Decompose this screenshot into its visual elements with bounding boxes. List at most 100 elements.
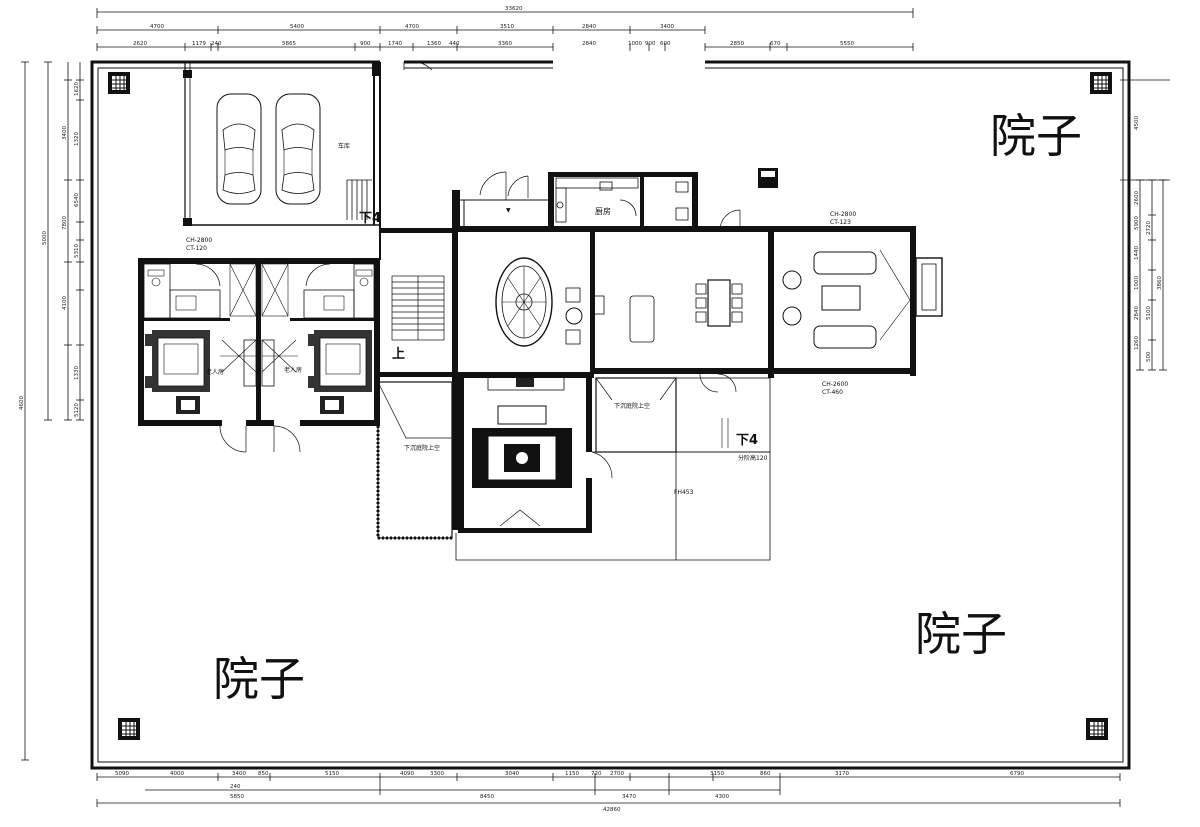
svg-text:900: 900 <box>360 41 371 47</box>
dim-bottom-row1: 5090 4000 3400 850 5150 4090 3300 3040 1… <box>115 771 1024 777</box>
svg-text:2720: 2720 <box>1146 221 1152 235</box>
svg-text:720: 720 <box>591 771 602 777</box>
main-building-walls <box>138 172 916 533</box>
stair-label-down: 下4 <box>736 433 758 448</box>
svg-text:3400: 3400 <box>232 771 246 777</box>
staircase <box>391 275 445 341</box>
svg-text:1440: 1440 <box>1134 246 1140 260</box>
dim-bottom-total: 42860 <box>603 807 621 813</box>
svg-text:5120: 5120 <box>74 403 80 417</box>
svg-text:8450: 8450 <box>480 794 494 800</box>
slope-note: 分阶高120 <box>738 454 768 462</box>
corner-drain-icon <box>108 72 130 94</box>
svg-text:6790: 6790 <box>1010 771 1024 777</box>
svg-text:5400: 5400 <box>290 24 304 30</box>
svg-text:4300: 4300 <box>715 794 729 800</box>
sunken-court-right: 下沉庭院上空 下4 分阶高120 <box>595 377 771 462</box>
svg-text:5310: 5310 <box>74 244 80 258</box>
vent-icon <box>758 168 778 188</box>
svg-text:3300: 3300 <box>430 771 444 777</box>
entry-portico <box>457 190 548 226</box>
svg-text:5550: 5550 <box>840 41 854 47</box>
room-label-void: 下沉庭院上空 <box>614 402 650 410</box>
left-dimension-lines <box>21 61 84 761</box>
svg-text:5090: 5090 <box>115 771 129 777</box>
svg-text:2850: 2850 <box>730 41 744 47</box>
dim-bottom-row2: 240 5850 8450 3470 4300 <box>230 784 729 800</box>
dim-top-row2: 2620 1179 240 5865 900 1740 1360 440 336… <box>133 41 854 47</box>
yard-label: 院子 <box>915 607 1007 661</box>
svg-text:1000: 1000 <box>628 41 642 47</box>
svg-text:3860: 3860 <box>1157 276 1163 290</box>
svg-text:2840: 2840 <box>582 41 596 47</box>
svg-text:4700: 4700 <box>405 24 419 30</box>
dim-top-row1: 4700 5400 4700 3510 2840 3400 <box>150 24 674 30</box>
svg-text:3400: 3400 <box>62 126 68 140</box>
right-bedroom: 老人房 <box>261 263 375 414</box>
svg-text:4090: 4090 <box>400 771 414 777</box>
svg-text:4500: 4500 <box>1134 116 1140 130</box>
svg-text:1179: 1179 <box>192 41 206 47</box>
shower-stalls <box>229 263 289 317</box>
ceiling-note: CT-460 <box>822 389 843 396</box>
svg-text:4000: 4000 <box>170 771 184 777</box>
svg-text:440: 440 <box>449 41 460 47</box>
svg-text:500: 500 <box>1146 351 1152 362</box>
svg-text:1360: 1360 <box>427 41 441 47</box>
svg-text:3400: 3400 <box>660 24 674 30</box>
svg-text:5100: 5100 <box>1146 306 1152 320</box>
svg-text:2700: 2700 <box>610 771 624 777</box>
svg-text:2620: 2620 <box>133 41 147 47</box>
corner-drain-icon <box>118 718 140 740</box>
corner-drain-icon <box>1090 72 1112 94</box>
svg-text:670: 670 <box>770 41 781 47</box>
ceiling-note: CT-120 <box>186 245 207 252</box>
svg-text:2840: 2840 <box>1134 306 1140 320</box>
svg-text:5150: 5150 <box>325 771 339 777</box>
svg-text:4700: 4700 <box>150 24 164 30</box>
room-label-void: 下沉庭院上空 <box>404 444 440 452</box>
svg-text:3040: 3040 <box>505 771 519 777</box>
top-dimension-lines <box>96 8 914 48</box>
yard-label: 院子 <box>990 109 1082 163</box>
svg-text:3470: 3470 <box>622 794 636 800</box>
kitchen-fixtures <box>555 177 689 223</box>
svg-text:860: 860 <box>760 771 771 777</box>
svg-text:600: 600 <box>660 41 671 47</box>
svg-text:5850: 5850 <box>230 794 244 800</box>
ceiling-note: CH-2600 <box>822 381 848 388</box>
dim-top-total: 33620 <box>505 6 523 12</box>
svg-text:5000: 5000 <box>42 231 48 245</box>
svg-text:3360: 3360 <box>498 41 512 47</box>
left-bedroom: 老人房 <box>143 263 257 414</box>
svg-text:4600: 4600 <box>19 396 25 410</box>
svg-text:1000: 1000 <box>1134 276 1140 290</box>
meeting-room <box>782 249 943 349</box>
svg-text:3510: 3510 <box>500 24 514 30</box>
svg-text:7800: 7800 <box>62 216 68 230</box>
svg-text:1260: 1260 <box>1134 336 1140 350</box>
stair-label-down: 下4 <box>359 211 381 226</box>
ceiling-note: CH-2800 <box>186 237 212 244</box>
svg-text:1330: 1330 <box>74 366 80 380</box>
dining-table <box>695 279 743 327</box>
door-swings <box>195 171 741 479</box>
svg-text:240: 240 <box>211 41 222 47</box>
room-label-bedroom: 老人房 <box>284 366 302 374</box>
svg-text:3150: 3150 <box>710 771 724 777</box>
room-label-kitchen: 厨房 <box>595 206 611 216</box>
room-label-garage: 车库 <box>338 142 350 150</box>
svg-text:900: 900 <box>645 41 656 47</box>
car-icon <box>275 93 321 205</box>
garage: 车库 <box>183 62 381 260</box>
elevation-note: FH453 <box>674 489 694 496</box>
svg-text:3170: 3170 <box>835 771 849 777</box>
svg-text:4100: 4100 <box>62 296 68 310</box>
yard-label: 院子 <box>213 652 305 706</box>
svg-text:5900: 5900 <box>1134 216 1140 230</box>
dining-area <box>495 257 655 347</box>
corner-drain-icon <box>1086 718 1108 740</box>
svg-text:1320: 1320 <box>74 132 80 146</box>
svg-text:1620: 1620 <box>74 82 80 96</box>
